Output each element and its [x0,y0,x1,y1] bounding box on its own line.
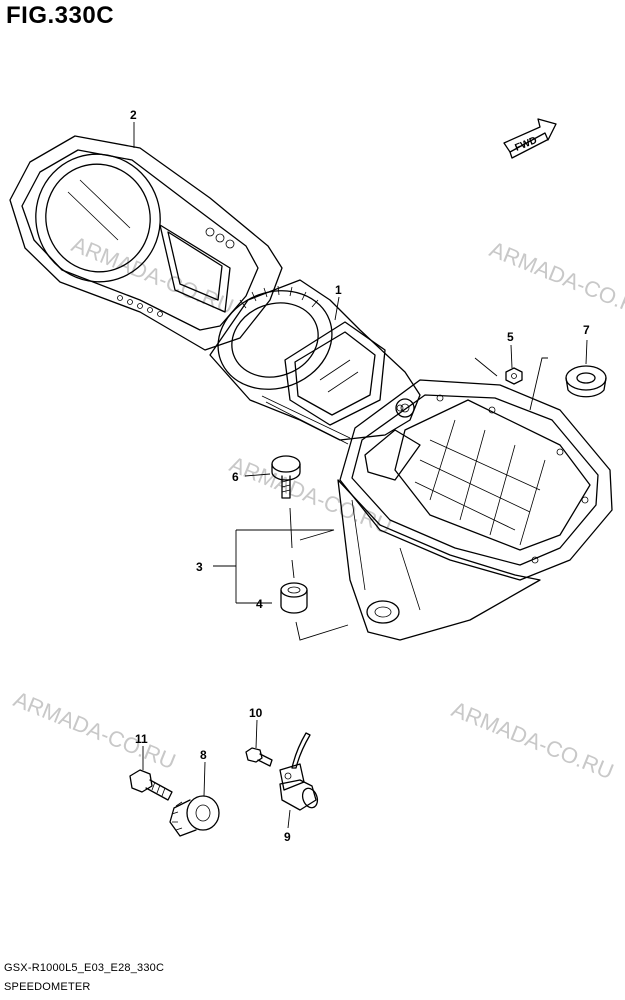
watermark-4: ARMADA-CO.RU [10,686,179,774]
leader-lines [133,122,588,829]
callout-10: 10 [249,706,263,720]
fwd-arrow-icon: FWD [503,118,557,159]
callout-7: 7 [583,323,590,337]
watermark-1: ARMADA-CO.RU [486,236,625,324]
callout-5: 5 [507,330,514,344]
bolt-11 [129,769,173,801]
callout-11: 11 [135,732,148,746]
cushion-4 [280,582,308,614]
grommet-7 [565,365,607,398]
screw-6 [271,455,301,499]
bolt-10 [245,747,273,767]
sensor-rotor-8 [169,795,220,837]
callout-1: 1 [335,283,342,297]
callout-6: 6 [232,470,239,484]
figure-name: SPEEDOMETER [4,981,91,993]
callout-3: 3 [196,560,203,574]
figure-code: GSX-R1000L5_E03_E28_330C [4,962,165,974]
callout-9: 9 [284,830,291,844]
watermarks: ARMADA-CO.RU ARMADA-CO.RU ARMADA-CO.RU A… [10,231,625,784]
figure-title: FIG.330C [6,2,115,29]
callout-4: 4 [256,597,263,611]
callout-8: 8 [200,748,207,762]
meter-case [337,379,613,641]
nut-5 [505,367,523,385]
watermark-5: ARMADA-CO.RU [448,696,617,784]
watermark-2: ARMADA-CO.RU [226,451,395,539]
callouts: 2 1 5 7 6 3 4 10 11 8 9 [130,108,590,844]
meter-cover [9,135,283,351]
meter-assembly [209,279,421,445]
callout-2: 2 [130,108,137,122]
speed-sensor-9 [279,732,319,811]
